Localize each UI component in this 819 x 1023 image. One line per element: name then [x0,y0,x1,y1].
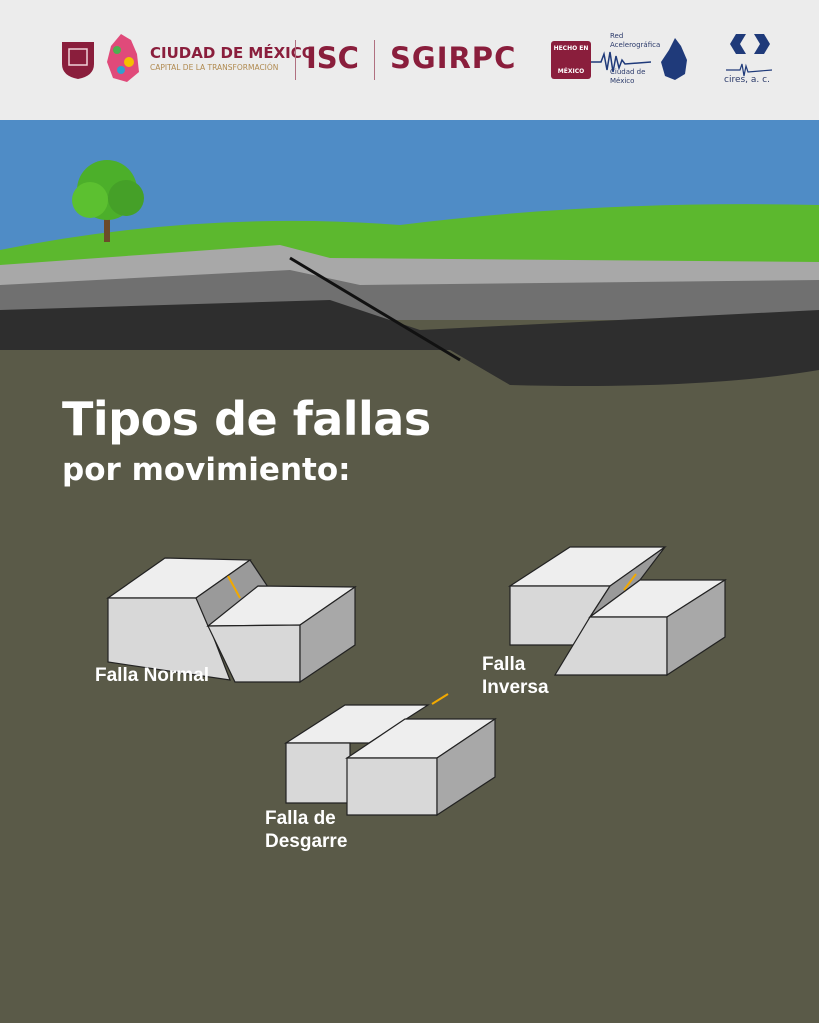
isc-logo: ISC [306,41,359,75]
cdmx-tagline: CAPITAL DE LA TRANSFORMACIÓN [150,63,279,72]
strike-slip-fault-diagram [283,693,497,817]
page-title: Tipos de fallas [62,392,431,446]
red-line4: México [610,77,635,85]
cdmx-map-icon [661,38,687,80]
cires-text: cires, a. c. [724,75,770,85]
cires-logo-icon [726,34,773,77]
cdmx-name: CIUDAD DE MÉXICO [150,44,315,62]
red-line3: Ciudad de [610,68,646,76]
page-subtitle: por movimiento: [62,452,351,488]
hecho-line2: MÉXICO [557,68,585,75]
divider [374,40,375,80]
red-city-label: Ciudad de México [610,68,645,86]
seismogram-icon [591,51,651,73]
sgirpc-logo: SGIRPC [390,41,517,75]
header-bar: CIUDAD DE MÉXICO CAPITAL DE LA TRANSFORM… [0,0,819,120]
movement-arrow-icon [431,693,449,705]
label-line1: Falla de [265,808,336,829]
red-line2: Acelerográfica [610,41,661,49]
hecho-en-mexico-badge: HECHO EN MÉXICO [551,41,591,79]
label-line2: Inversa [482,677,549,698]
cdmx-shield-icon [62,42,94,79]
label-line1: Falla Normal [95,665,210,686]
tree [72,160,144,242]
label-falla-inversa: Falla Inversa [482,653,549,699]
inverse-fault-diagram [507,546,728,677]
label-line1: Falla [482,654,526,675]
divider [295,40,296,80]
cdmx-map-logo-icon [107,34,139,82]
fault-crack [289,256,461,362]
red-label: Red Acelerográfica [610,32,660,50]
label-falla-desgarre: Falla de Desgarre [265,807,347,853]
movement-arrow-icon [227,575,241,599]
label-line2: Desgarre [265,831,348,852]
soil-layer-dark [0,300,819,386]
red-line1: Red [610,32,624,40]
movement-arrow-icon [623,573,637,591]
label-falla-normal: Falla Normal [95,664,209,687]
normal-fault-diagram [106,557,357,684]
hecho-line1: HECHO EN [553,45,589,52]
